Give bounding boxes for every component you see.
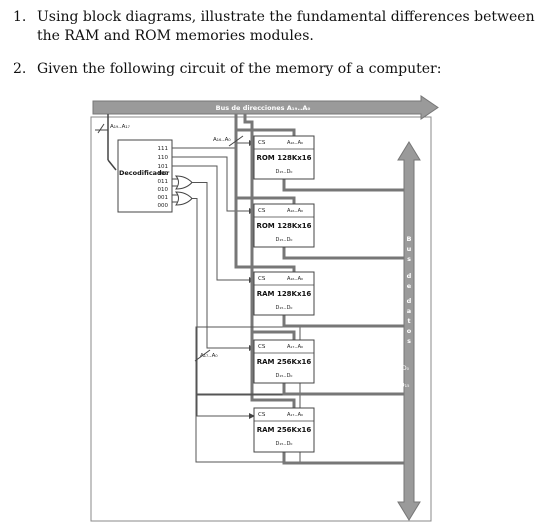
chip-rom-1: CS A₁₆..A₀ ROM 128Kx16 D₁₅..D₀ <box>253 135 315 180</box>
data-bus-label-d15: D₁₅ <box>400 382 410 389</box>
decoder: Decodificador 111 110 101 100 011 010 00… <box>117 139 173 213</box>
decoder-output-100: 100 <box>158 171 169 177</box>
chip-1-name: ROM 128Kx16 <box>256 154 311 162</box>
address-bus: Bus de direcciones A₁₉..A₀ <box>92 95 439 120</box>
question-1-number: 1. <box>13 9 27 25</box>
chip-data-lines <box>282 179 404 465</box>
decoder-label: Decodificador <box>119 169 170 177</box>
chip-2-name: ROM 128Kx16 <box>256 222 311 230</box>
chip-2-cs: CS <box>258 208 266 214</box>
chip-1-cs: CS <box>258 140 266 146</box>
decoder-output-001: 001 <box>158 195 169 201</box>
data-bus-char-9: o <box>407 327 412 335</box>
data-bus-char-3: s <box>407 255 411 263</box>
data-bus-label-d0: D₀ <box>402 365 410 372</box>
question-2-number: 2. <box>13 61 27 77</box>
chip-3-addr: A₁₆..A₀ <box>287 276 303 282</box>
data-bus-char-4: d <box>407 272 412 280</box>
chip-2-addr: A₁₆..A₀ <box>287 208 303 214</box>
chip-3-cs: CS <box>258 276 266 282</box>
data-bus-char-8: t <box>407 317 410 325</box>
chip-rom-2: CS A₁₆..A₀ ROM 128Kx16 D₁₅..D₀ <box>253 203 315 248</box>
decoder-output-110: 110 <box>158 155 169 161</box>
or-gate-lower <box>172 191 193 206</box>
decoder-output-111: 111 <box>158 146 169 152</box>
address-bus-label: Bus de direcciones A₁₉..A₀ <box>216 104 311 112</box>
data-bus-char-2: u <box>407 245 412 253</box>
chip-4-cs: CS <box>258 344 266 350</box>
decoder-input-label: A₁₉..A₁₇ <box>110 124 130 130</box>
data-bus-char-10: s <box>407 337 411 345</box>
sub-bus-bottom-label: A₁₇..A₀ <box>200 353 218 359</box>
cs-wiring <box>172 140 255 419</box>
or-gate-upper <box>172 175 193 190</box>
chip-4-addr: A₁₇..A₀ <box>287 344 303 350</box>
question-1-text: Using block diagrams, illustrate the fun… <box>37 9 535 44</box>
sub-bus-top-label: A₁₆..A₀ <box>213 137 231 143</box>
chip-4-name: RAM 256Kx16 <box>257 358 312 366</box>
chip-3-name: RAM 128Kx16 <box>257 290 312 298</box>
question-2-text: Given the following circuit of the memor… <box>37 61 442 77</box>
decoder-input: A₁₉..A₁₇ <box>95 114 130 171</box>
decoder-output-000: 000 <box>158 203 169 209</box>
data-bus: B u s d e d a t o s D₀ D₁₅ <box>397 141 421 521</box>
chip-3-data: D₁₅..D₀ <box>276 305 293 311</box>
decoder-output-011: 011 <box>158 179 169 185</box>
data-bus-char-1: B <box>407 235 412 243</box>
chip-5-name: RAM 256Kx16 <box>257 426 312 434</box>
chip-ram-2: CS A₁₇..A₀ RAM 256Kx16 D₁₅..D₀ <box>253 339 315 384</box>
data-bus-char-5: e <box>407 282 412 290</box>
chip-5-data: D₁₅..D₀ <box>276 441 293 447</box>
chip-ram-3: CS A₁₇..A₀ RAM 256Kx16 D₁₅..D₀ <box>253 407 315 453</box>
data-bus-char-6: d <box>407 297 412 305</box>
chip-5-cs: CS <box>258 412 266 418</box>
chip-5-addr: A₁₇..A₀ <box>287 412 303 418</box>
decoder-output-101: 101 <box>158 164 169 170</box>
data-bus-char-7: a <box>407 307 411 315</box>
chip-ram-1: CS A₁₆..A₀ RAM 128Kx16 D₁₅..D₀ <box>253 271 315 316</box>
sub-bus-a16-a0 <box>234 114 296 272</box>
chip-2-data: D₁₅..D₀ <box>276 237 293 243</box>
chip-4-data: D₁₅..D₀ <box>276 373 293 379</box>
chip-1-addr: A₁₆..A₀ <box>287 140 303 146</box>
sub-bus-a17-a0 <box>243 114 296 408</box>
chip-1-data: D₁₅..D₀ <box>276 169 293 175</box>
decoder-output-010: 010 <box>158 187 169 193</box>
